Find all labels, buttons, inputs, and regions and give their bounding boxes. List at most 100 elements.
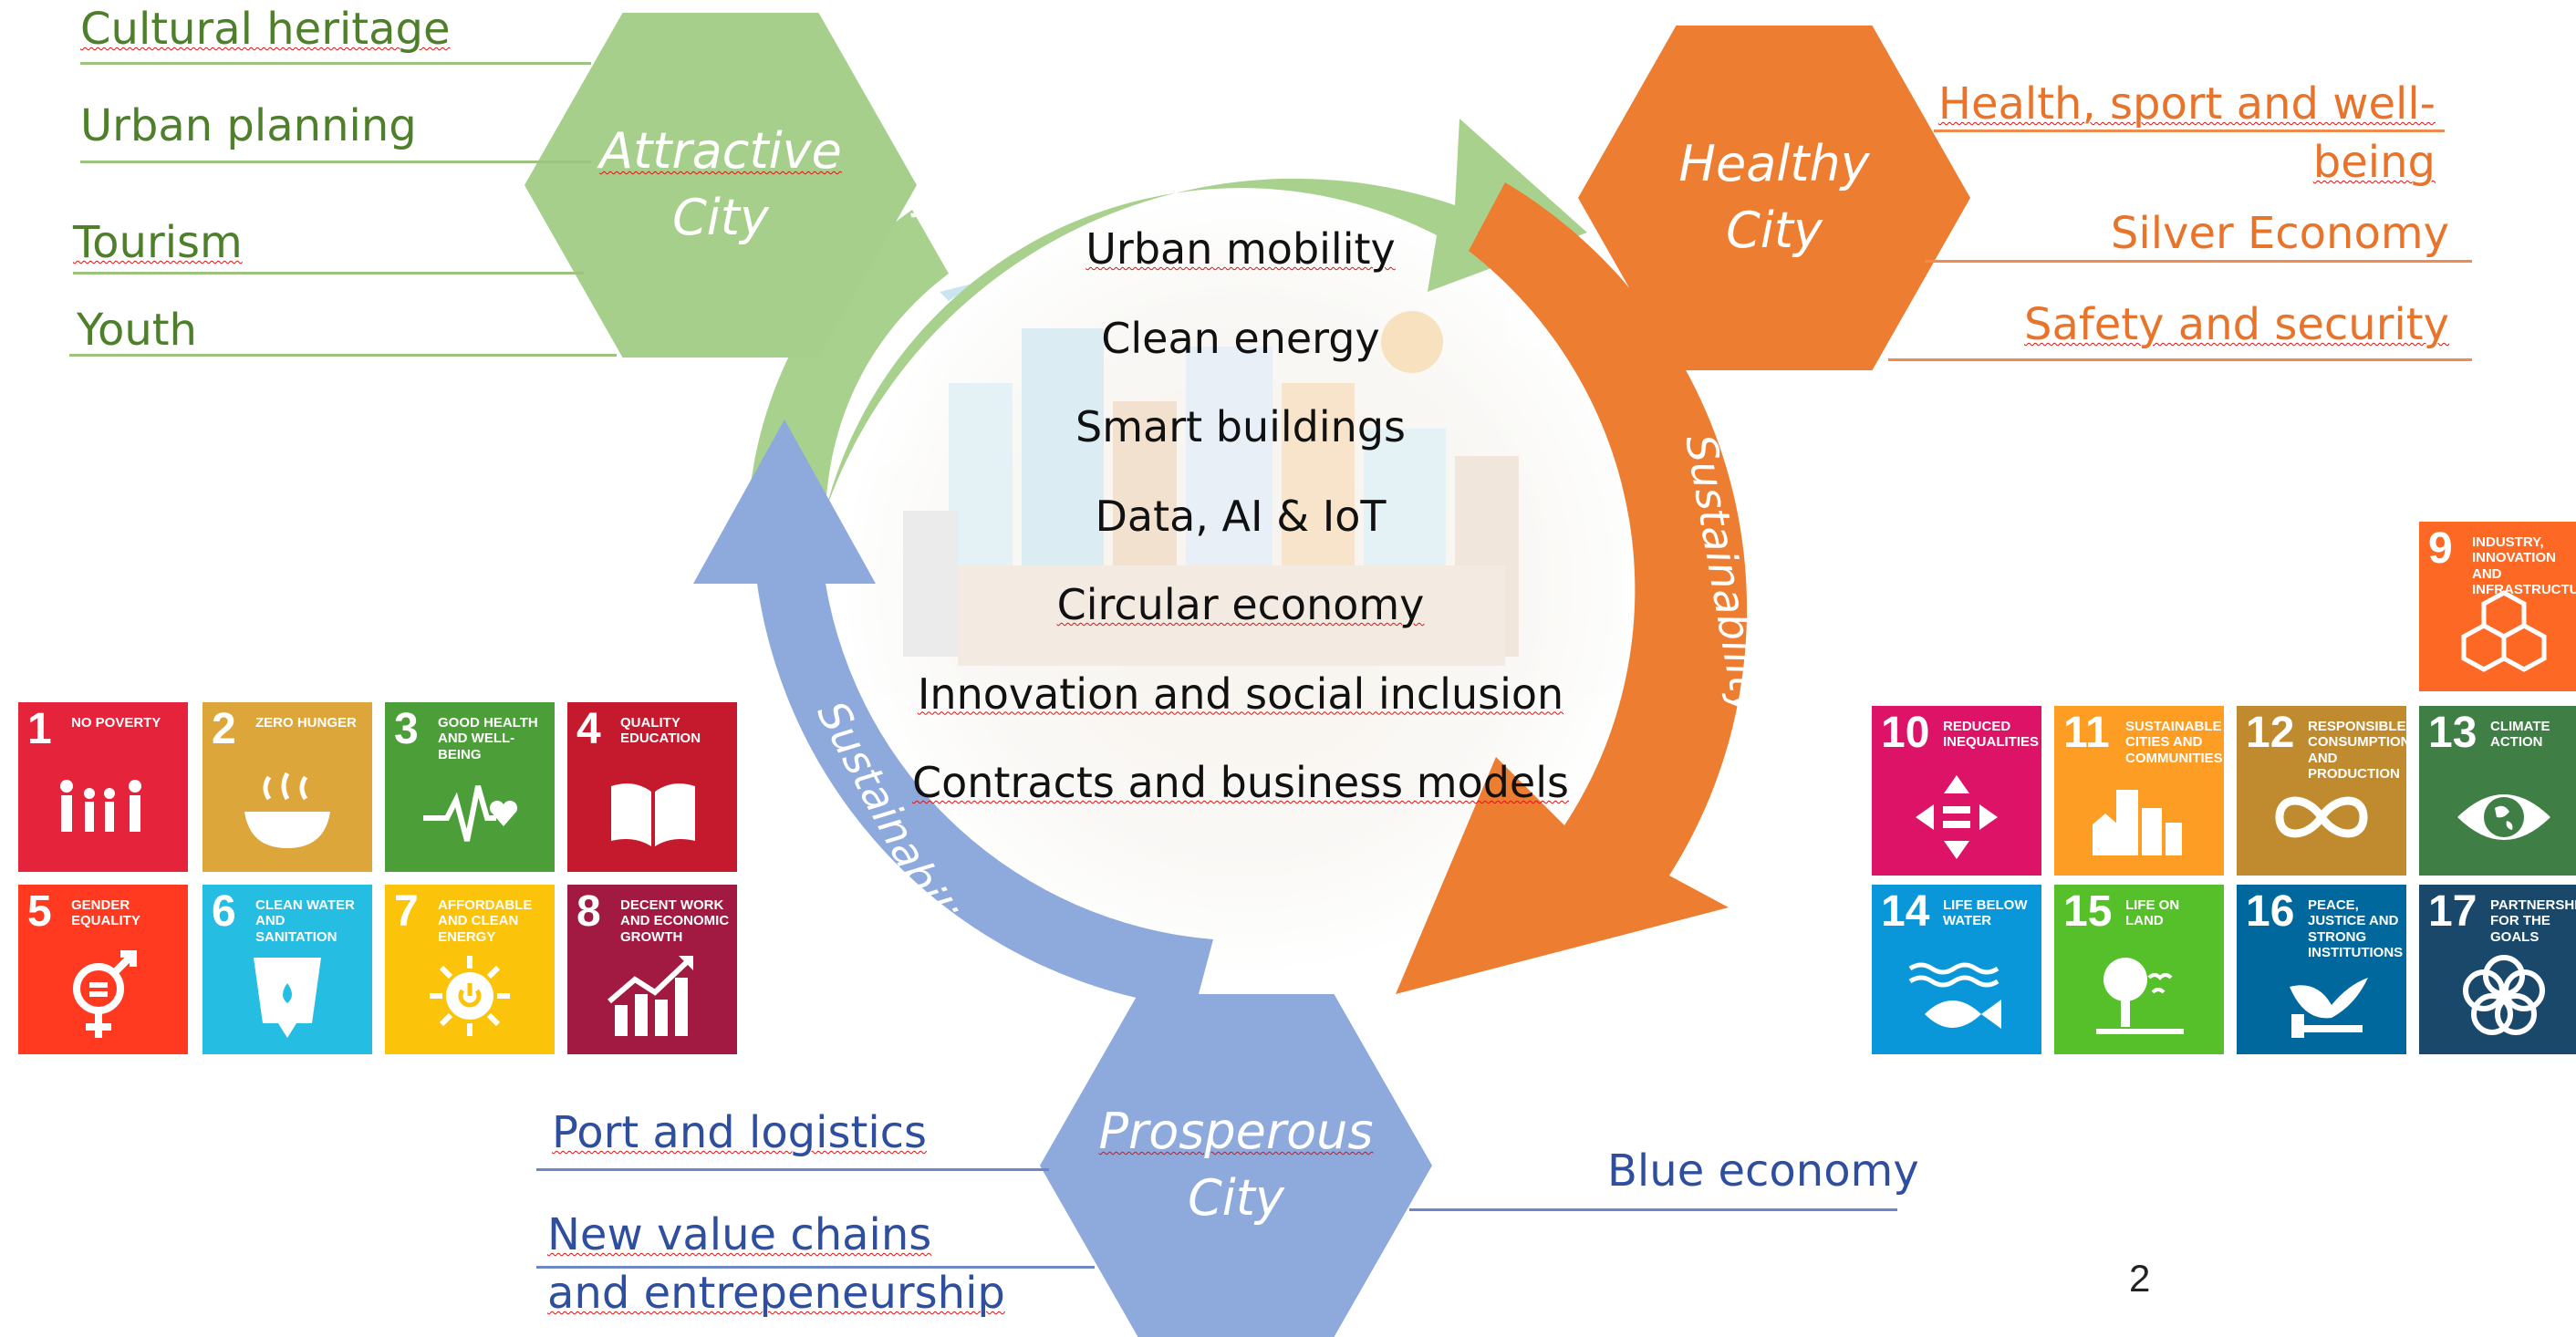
sdg-number: 9	[2428, 524, 2453, 573]
sdg-number: 8	[576, 887, 601, 936]
prosperous-city-subtitle: City	[1188, 1169, 1284, 1227]
center-item: Smart buildings	[1075, 402, 1406, 451]
sdg-title: Peace, justice and strong institutions	[2308, 897, 2404, 960]
sdg-tile-13: 13 Climate action	[2419, 706, 2576, 876]
topic-tourism: Tourism	[73, 217, 243, 268]
heartbeat-icon	[423, 785, 518, 842]
sdg-number: 14	[1881, 887, 1930, 936]
sdg-tile-12: 12 Responsible consumption and production	[2237, 706, 2406, 876]
sdg-number: 2	[212, 705, 236, 753]
growth-chart-icon	[608, 956, 693, 1036]
divider-line	[80, 62, 591, 65]
sdg-tile-6: 6 Clean water and sanitation	[203, 885, 372, 1054]
sdg-number: 16	[2246, 887, 2295, 936]
gender-icon	[73, 950, 137, 1038]
center-item: Data, AI & IoT	[1095, 491, 1387, 541]
center-topics-list: Urban mobility Clean energy Smart buildi…	[876, 205, 1605, 828]
sun-power-icon	[430, 956, 510, 1036]
sdg-number: 11	[2063, 709, 2110, 757]
topic-silver-economy: Silver Economy	[2110, 208, 2449, 259]
sdg-tile-10: 10Reduced inequalities	[1872, 706, 2041, 876]
dove-icon	[2290, 978, 2368, 1038]
sdg-tile-16: 16 Peace, justice and strong institutions	[2237, 885, 2406, 1054]
green-cycle-arrow	[748, 119, 1587, 511]
sdg-tile-17: 17 Partnerships for the goals	[2419, 885, 2576, 1054]
attractive-city-title: Attractive	[599, 122, 842, 181]
sdg-number: 1	[27, 705, 52, 753]
cubes-icon	[2461, 590, 2547, 672]
orange-cycle-arrow	[1396, 182, 1748, 994]
sdg-title: Zero hunger	[255, 715, 357, 731]
rings-icon	[2463, 955, 2545, 1035]
city-illustration	[844, 192, 1646, 976]
water-glass-icon	[254, 958, 321, 1038]
sdg-tile-3: 3Good health and well-being	[385, 702, 555, 872]
divider-line	[1888, 358, 2472, 361]
center-item: Contracts and business models	[912, 758, 1569, 807]
city-icon	[2093, 790, 2182, 855]
sdg-title: Decent work and economic growth	[620, 897, 730, 945]
sdg-number: 3	[394, 705, 419, 753]
blue-cycle-arrow	[693, 420, 1213, 1008]
topic-youth: Youth	[77, 305, 197, 356]
sdg-title: Life below water	[1943, 897, 2028, 929]
sdg-number: 7	[394, 887, 419, 936]
divider-line	[69, 354, 617, 357]
sdg-tile-4: 4 Quality education	[567, 702, 737, 872]
arrow-label-top: Sustainability	[893, 44, 1179, 228]
center-item: Circular economy	[1056, 580, 1425, 629]
sdg-title: Quality education	[620, 715, 701, 747]
healthy-city-title: Healthy	[1678, 135, 1870, 193]
tree-icon	[2096, 958, 2184, 1034]
sdg-tile-8: 8 Decent work and economic growth	[567, 885, 737, 1054]
healthy-city-subtitle: City	[1726, 202, 1823, 259]
sdg-title: Reduced inequalities	[1943, 719, 2040, 751]
sdg-tile-11: 11 Sustainable cities and communities	[2054, 706, 2224, 876]
sdg-number: 6	[212, 887, 236, 936]
divider-line	[536, 1168, 1049, 1171]
sdg-tile-9: 9 Industry, innovation and infrastructure	[2419, 522, 2576, 691]
topic-safety-security: Safety and security	[2023, 299, 2449, 350]
center-item: Innovation and social inclusion	[917, 668, 1564, 719]
sdg-tile-1: 1 No poverty	[18, 702, 188, 872]
divider-line	[536, 1266, 1095, 1269]
fish-icon	[1908, 962, 2001, 1029]
attractive-city-subtitle: City	[672, 189, 769, 246]
sdg-tile-7: 7 Affordable and clean energy	[385, 885, 555, 1054]
sdg-title: Clean water and sanitation	[255, 897, 355, 945]
page-number: 2	[2129, 1257, 2151, 1300]
sdg-number: 12	[2246, 709, 2295, 757]
sdg-title: Responsible consumption and production	[2308, 719, 2406, 782]
topic-new-value-chains: New value chains and entrepeneurship	[547, 1209, 1005, 1319]
sdg-title: No poverty	[71, 715, 161, 731]
sdg-tile-15: 15Life on land	[2054, 885, 2224, 1054]
divider-line	[1409, 1208, 1897, 1211]
book-icon	[611, 783, 695, 846]
sdg-number: 17	[2428, 887, 2477, 936]
sdg-number: 5	[27, 887, 52, 936]
sdg-title: Industry, innovation and infrastructure	[2472, 534, 2576, 597]
sdg-tile-14: 14 Life below water	[1872, 885, 2041, 1054]
infinity-icon	[2275, 796, 2368, 838]
sdg-title: Sustainable cities and communities	[2125, 719, 2223, 766]
sdg-title: Climate action	[2490, 719, 2550, 751]
sdg-tile-2: 2 Zero hunger	[203, 702, 372, 872]
sdg-number: 4	[576, 705, 601, 753]
sdg-title: Affordable and clean energy	[438, 897, 533, 945]
sdg-title: Gender equality	[71, 897, 140, 929]
topic-cultural-heritage: Cultural heritage	[80, 4, 451, 55]
topic-blue-economy: Blue economy	[1607, 1145, 1919, 1197]
attractive-city-hexagon: Attractive City	[525, 13, 917, 358]
sdg-number: 13	[2428, 709, 2477, 757]
equality-icon	[1916, 775, 1998, 859]
topic-health-sport: Health, sport and well-being	[1937, 78, 2436, 188]
topic-urban-planning: Urban planning	[80, 100, 417, 151]
divider-line	[1925, 260, 2472, 263]
center-item: Clean energy	[1101, 313, 1380, 363]
family-icon	[60, 780, 141, 832]
divider-line	[80, 161, 591, 163]
sdg-title: Life on land	[2125, 897, 2180, 929]
sdg-tile-5: 5 Gender equality	[18, 885, 188, 1054]
sdg-title: Partnerships for the goals	[2490, 897, 2576, 945]
